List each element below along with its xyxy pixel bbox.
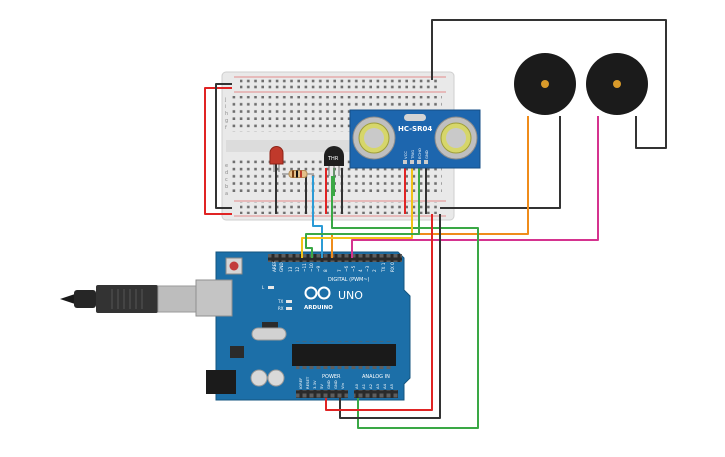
svg-text:TRIG: TRIG [410,150,415,160]
sensor-transducer-right [434,116,478,160]
svg-text:A0: A0 [354,383,359,389]
svg-text:3.3V: 3.3V [312,380,317,389]
onboard-leds: L TX RX [262,285,292,311]
svg-text:13: 13 [288,266,293,272]
svg-text:8: 8 [323,269,328,272]
wire-red-rail[interactable] [204,87,232,215]
svg-text:c: c [225,177,228,183]
svg-text:a: a [225,191,228,197]
svg-text:7: 7 [337,269,342,272]
resistor[interactable] [282,170,314,178]
svg-text:~6: ~6 [344,265,349,272]
wire-orange-buzzer1[interactable] [331,116,529,258]
svg-text:TX: TX [277,299,283,304]
svg-text:RESET: RESET [305,376,310,389]
svg-text:IOREF: IOREF [298,378,303,389]
wire-magenta-buzzer2[interactable] [351,116,599,258]
svg-text:A2: A2 [368,383,373,389]
wire-black-buzzer2[interactable] [431,19,667,149]
svg-text:d: d [225,170,228,176]
svg-text:GND: GND [279,262,284,272]
svg-text:AREF: AREF [272,261,277,272]
buzzer-1[interactable] [514,53,576,115]
thermistor[interactable]: THR [324,146,344,176]
sensor-crystal [404,114,426,121]
digital-header-label: DIGITAL (PWM~) [328,277,370,283]
usb-plug[interactable] [96,285,158,313]
digital-pin-labels: AREF GND 13 12 ~11 ~10 ~9 8 7 ~6 ~5 4 ~3… [272,261,395,273]
svg-text:ECHO: ECHO [417,148,422,159]
svg-text:2: 2 [372,269,377,272]
capacitor-1 [250,369,268,387]
wire-red-5v[interactable] [325,214,433,411]
sensor-transducer-left [352,116,396,160]
svg-text:5V: 5V [319,384,324,389]
breadboard-row-letters: j i h g f e d c b a [224,97,228,197]
microcontroller-chip [292,344,396,366]
crystal-oscillator [251,327,287,341]
svg-text:4: 4 [358,269,363,272]
voltage-regulator [230,346,244,358]
svg-text:GND: GND [326,380,331,389]
analog-label: ANALOG IN [362,374,390,380]
svg-text:~5: ~5 [351,265,356,272]
wire-yellow-trig[interactable] [301,160,413,258]
usb-port [195,279,233,317]
svg-text:Vin: Vin [340,382,345,389]
power-label: POWER [322,374,341,380]
svg-text:RX 0: RX 0 [390,262,395,272]
svg-text:i: i [225,104,226,110]
wire-green-echo[interactable] [305,160,420,258]
svg-text:f: f [225,125,227,131]
svg-text:A4: A4 [382,383,387,389]
svg-text:TX 1: TX 1 [381,262,386,273]
ultrasonic-sensor[interactable]: HC-SR04 VCC TRIG ECHO GND [349,109,481,169]
buzzer-2[interactable] [586,53,648,115]
svg-text:A1: A1 [361,383,366,389]
svg-text:b: b [225,184,228,190]
svg-text:VCC: VCC [403,151,408,159]
svg-text:g: g [225,118,228,124]
usb-connector [157,285,197,313]
arduino-uno: AREF GND 13 12 ~11 ~10 ~9 8 7 ~6 ~5 4 ~3… [60,251,411,401]
svg-text:GND: GND [424,150,429,159]
arduino-model-label: UNO [338,289,363,302]
svg-text:h: h [225,111,228,117]
top-power-rail[interactable] [240,78,438,90]
svg-text:j: j [224,97,226,103]
wire-black-gnd[interactable] [339,214,441,419]
svg-text:GND: GND [333,380,338,389]
svg-text:A3: A3 [375,383,380,389]
svg-text:e: e [225,163,228,169]
red-led[interactable] [269,146,284,173]
svg-text:A5: A5 [389,383,394,389]
usb-cable [60,294,75,304]
svg-text:~11: ~11 [302,263,307,272]
svg-text:12: 12 [295,266,300,272]
thermistor-label: THR [327,156,339,162]
svg-text:~9: ~9 [316,265,321,272]
wire-blue-led-signal[interactable] [312,176,323,258]
svg-text:~10: ~10 [309,263,314,272]
svg-text:~3: ~3 [365,265,370,272]
wires [204,19,667,429]
svg-text:RX: RX [278,306,284,311]
sensor-pin-labels: VCC TRIG ECHO GND [403,148,429,160]
power-pin-labels: IOREF RESET 3.3V 5V GND GND Vin [298,376,345,389]
bottom-power-rail[interactable] [240,202,438,214]
analog-pin-labels: A0 A1 A2 A3 A4 A5 [354,383,394,389]
power-jack [206,370,236,394]
wire-green-thermistor-a0[interactable] [331,176,479,429]
wire-black-rail[interactable] [215,83,232,209]
wire-black-buzzer1[interactable] [440,116,561,209]
capacitor-2 [267,369,285,387]
sensor-label: HC-SR04 [398,125,432,133]
reset-button[interactable] [229,261,239,271]
svg-text:ARDUINO: ARDUINO [304,305,333,311]
svg-text:L: L [262,285,265,290]
arduino-logo: ARDUINO UNO [304,286,363,311]
